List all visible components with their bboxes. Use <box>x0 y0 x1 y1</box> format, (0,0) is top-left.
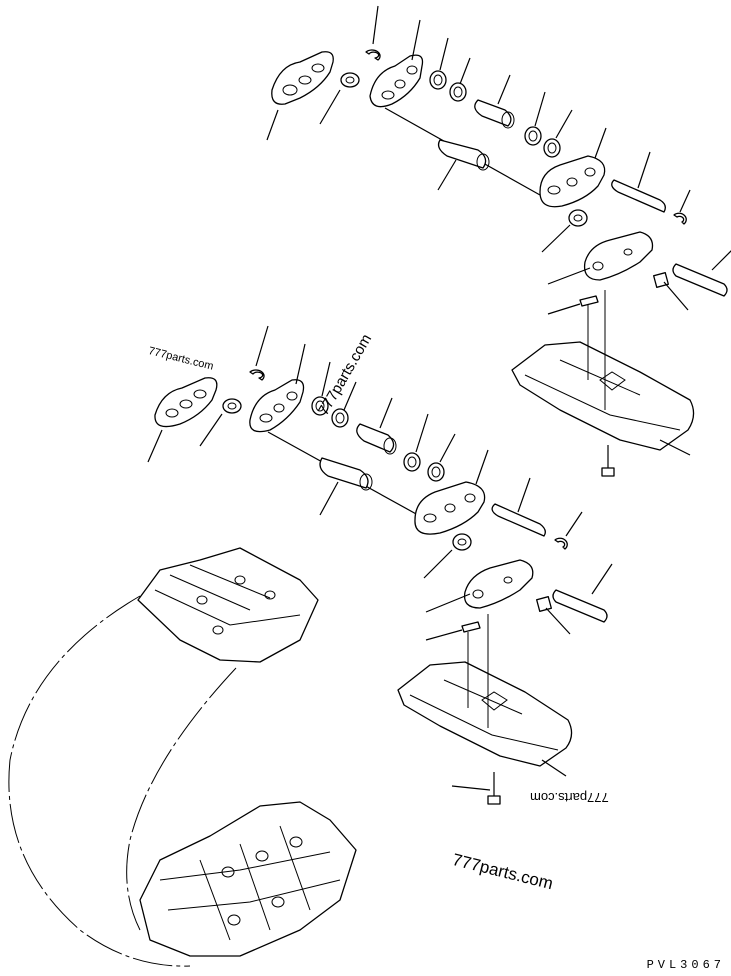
middle-leader-lines <box>147 325 613 791</box>
upper-track-pin <box>384 107 541 196</box>
middle-nut <box>536 596 552 612</box>
middle-washer-2 <box>331 408 349 428</box>
middle-link-assembly <box>154 369 608 805</box>
middle-link-plate-inner <box>414 481 486 535</box>
track-chain-loop <box>8 547 357 967</box>
upper-bushing <box>474 99 515 129</box>
middle-connecting-pin <box>552 589 608 623</box>
upper-master-link <box>583 231 654 281</box>
loop-bottom-shoes <box>139 801 357 957</box>
middle-track-shoe <box>397 661 573 767</box>
upper-snap-ring-top <box>365 49 381 61</box>
upper-shim <box>579 295 599 307</box>
middle-left-link-plate <box>154 377 218 428</box>
upper-washer-1 <box>429 70 447 90</box>
upper-seal-left <box>340 72 360 88</box>
middle-shim <box>461 621 481 633</box>
middle-snap-ring-top <box>249 369 265 381</box>
drawing-code: PVL3067 <box>646 958 725 972</box>
middle-washer-1 <box>311 396 329 416</box>
upper-washer-3 <box>524 126 542 146</box>
middle-washer-3 <box>403 452 421 472</box>
upper-link-plate-inner <box>539 155 606 208</box>
middle-snap-ring-right <box>554 537 568 550</box>
middle-seal-left <box>222 398 242 414</box>
middle-right-link-plate <box>249 379 305 433</box>
upper-washer-4 <box>543 138 561 158</box>
middle-shoe-bolt <box>487 772 501 805</box>
upper-track-shoe <box>511 341 695 451</box>
upper-washer-2 <box>449 82 467 102</box>
upper-master-pin <box>611 179 666 213</box>
upper-leader-lines <box>266 5 731 456</box>
middle-master-link <box>463 559 534 609</box>
upper-shoe-bolt <box>601 445 615 477</box>
middle-track-pin <box>267 431 419 516</box>
middle-seal-right <box>452 533 472 551</box>
upper-right-link-plate <box>369 54 424 108</box>
upper-connecting-pin <box>672 263 728 297</box>
upper-seal-right <box>568 209 588 227</box>
upper-link-assembly <box>271 49 728 477</box>
watermark-text: 777parts.com <box>530 790 609 805</box>
middle-master-pin <box>491 503 546 537</box>
middle-washer-4 <box>427 462 445 482</box>
middle-bushing <box>356 423 397 455</box>
loop-top-shoes <box>137 547 319 663</box>
upper-left-link-plate <box>271 51 334 105</box>
upper-snap-ring-right <box>673 212 687 225</box>
